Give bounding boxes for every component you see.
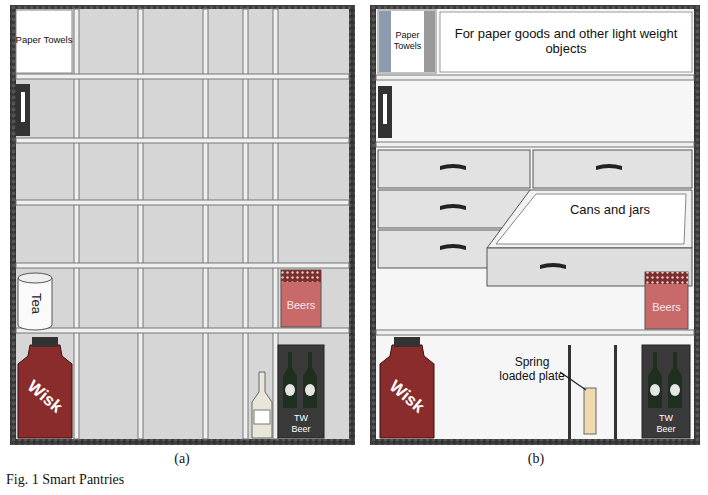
panel-label: (a) — [160, 451, 204, 467]
product-box: Beers — [645, 286, 688, 328]
item-text: For paper goods and other light weight o… — [451, 27, 681, 57]
storage-compartment: For paper goods and other light weight o… — [442, 14, 690, 70]
product-bottle: Wisk — [380, 372, 434, 422]
product-box: Paper Towels — [389, 18, 426, 63]
item-text: Paper Towels — [16, 35, 73, 46]
item-text: Cans and jars — [567, 202, 653, 219]
item-text: Wisk — [386, 377, 429, 417]
product-pack: TW Beer — [279, 410, 323, 437]
item-text: TW Beer — [290, 413, 312, 434]
item-text: Paper Towels — [391, 30, 424, 51]
item-text: Wisk — [24, 377, 67, 417]
panel-label: (b) — [514, 451, 558, 467]
product-box: Beers — [281, 284, 321, 326]
item-text: TW Beer — [655, 413, 677, 434]
product-pack: TW Beer — [643, 410, 689, 437]
item-text: Beers — [652, 301, 681, 314]
callout-label: Spring loaded plate — [497, 356, 567, 384]
figure-caption: Fig. 1 Smart Pantries — [6, 472, 124, 488]
item-text: Beers — [287, 299, 316, 312]
drawer-tray: Cans and jars — [545, 197, 675, 223]
product-bottle: Wisk — [18, 372, 72, 422]
product-box: Paper Towels — [15, 20, 73, 60]
product-can: Tea — [17, 284, 53, 322]
item-text: Tea — [28, 293, 43, 314]
